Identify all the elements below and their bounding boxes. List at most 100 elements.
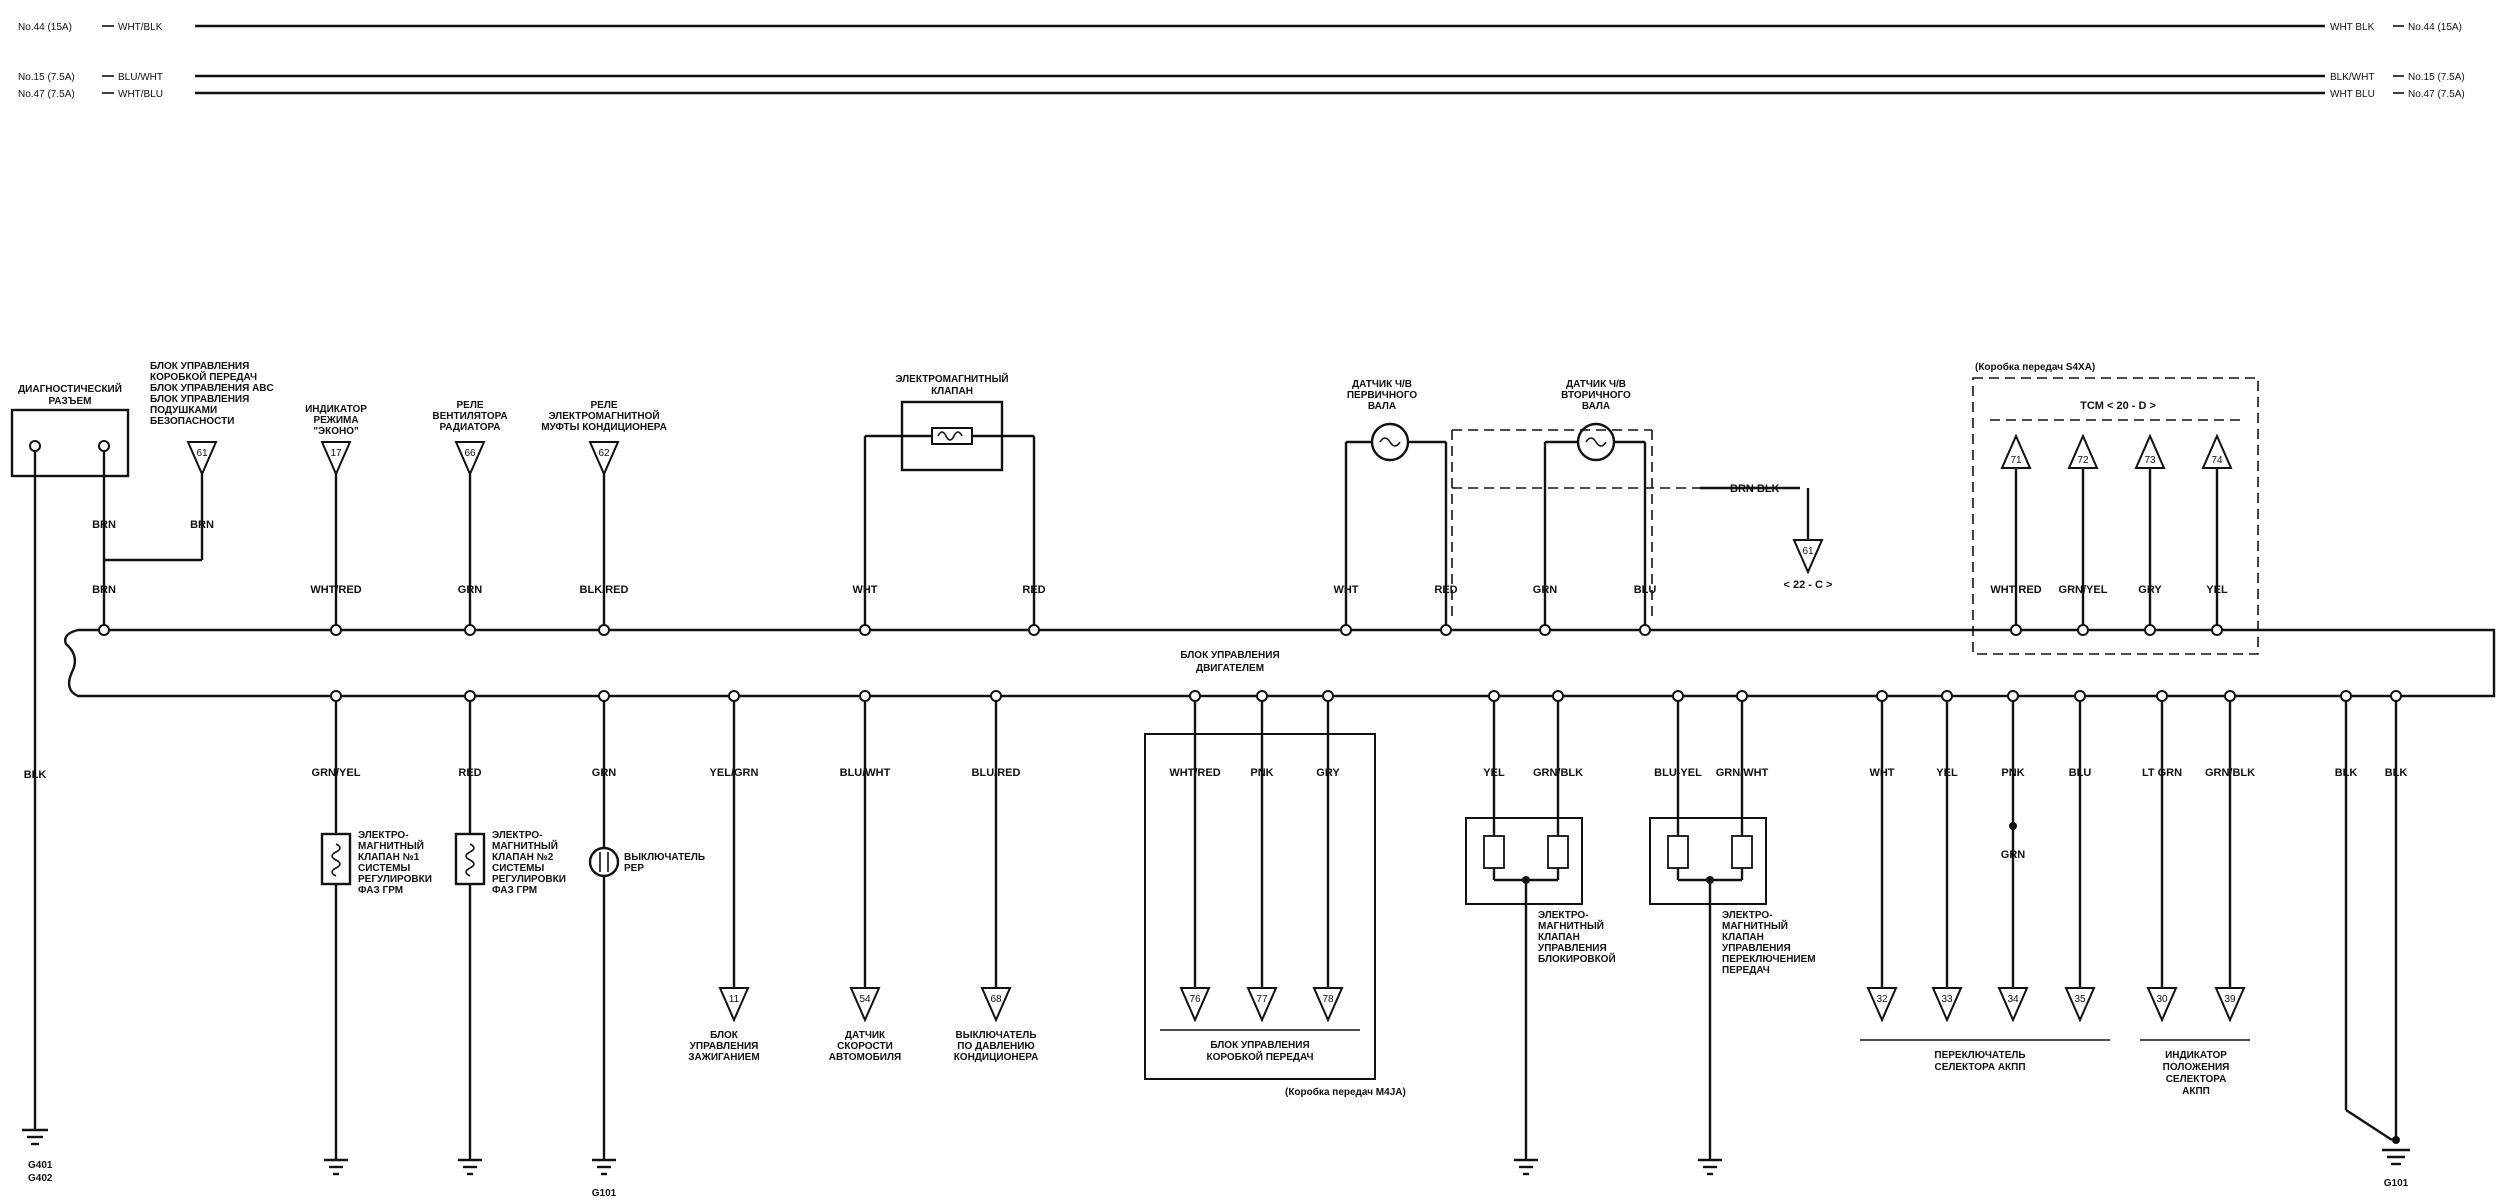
svg-text:ПОДУШКАМИ: ПОДУШКАМИ (150, 405, 217, 416)
svg-text:G402: G402 (28, 1173, 53, 1184)
brake-switch: GRN ВЫКЛЮЧАТЕЛЬ РЕР G101 (588, 696, 705, 1199)
svg-text:ДАТЧИК Ч/В: ДАТЧИК Ч/В (1566, 379, 1626, 390)
svg-text:БЕЗОПАСНОСТИ: БЕЗОПАСНОСТИ (150, 416, 234, 427)
svg-text:77: 77 (1256, 994, 1268, 1005)
svg-text:ФАЗ ГРМ: ФАЗ ГРМ (492, 885, 537, 896)
svg-text:G401: G401 (28, 1160, 53, 1171)
svg-text:72: 72 (2077, 455, 2089, 466)
svg-text:ПЕРЕДАЧ: ПЕРЕДАЧ (1722, 965, 1770, 976)
svg-text:ЭЛЕКТРО-: ЭЛЕКТРО- (1722, 910, 1773, 921)
svg-text:РЕГУЛИРОВКИ: РЕГУЛИРОВКИ (492, 874, 566, 885)
wire-brn-diag: BRN (92, 519, 116, 531)
svg-text:БЛОК УПРАВЛЕНИЯ: БЛОК УПРАВЛЕНИЯ (150, 361, 249, 372)
ecm-top-pins (98, 624, 2223, 636)
ecm-bottom-pins (330, 690, 2402, 702)
svg-text:WHT RED: WHT RED (1990, 584, 2041, 596)
svg-text:КЛАПАН: КЛАПАН (1722, 932, 1764, 943)
tcm-s4xa: (Коробка передач S4XA) TCM < 20 - D > 71… (1972, 361, 2259, 655)
svg-text:GRN: GRN (592, 767, 617, 779)
svg-text:УПРАВЛЕНИЯ: УПРАВЛЕНИЯ (690, 1041, 759, 1052)
svg-text:ПЕРВИЧНОГО: ПЕРВИЧНОГО (1347, 390, 1418, 401)
svg-text:78: 78 (1322, 994, 1334, 1005)
shift-solenoid: BLU-YEL GRN/WHT ЭЛЕКТРО- МАГНИТНЫЙ КЛАПА… (1649, 696, 1816, 1176)
secondary-shaft-sensor: ДАТЧИК Ч/В ВТОРИЧНОГО ВАЛА GRN BLU (1452, 379, 1656, 630)
svg-text:TCM < 20 - D >: TCM < 20 - D > (2080, 400, 2156, 412)
svg-text:WHT/RED: WHT/RED (1169, 767, 1220, 779)
svg-text:G101: G101 (592, 1188, 617, 1199)
svg-text:GRN/YEL: GRN/YEL (312, 767, 361, 779)
svg-text:34: 34 (2007, 994, 2019, 1005)
svg-text:66: 66 (464, 448, 476, 459)
wire-wht-red: WHT/RED (310, 584, 361, 596)
svg-text:ЭЛЕКТРОМАГНИТНОЙ: ЭЛЕКТРОМАГНИТНОЙ (548, 409, 659, 422)
svg-text:BLU/WHT: BLU/WHT (840, 767, 891, 779)
wire-no44-left: WHT/BLK (118, 22, 163, 33)
svg-text:BLK: BLK (24, 769, 47, 781)
fuse-no15-left: No.15 (7.5A) (18, 72, 75, 83)
svg-text:BRN BLK: BRN BLK (1730, 483, 1780, 495)
svg-text:LT GRN: LT GRN (2142, 767, 2182, 779)
svg-text:ФАЗ ГРМ: ФАЗ ГРМ (358, 885, 403, 896)
svg-text:МАГНИТНЫЙ: МАГНИТНЫЙ (1722, 919, 1788, 932)
svg-text:ИНДИКАТОР: ИНДИКАТОР (305, 404, 367, 415)
svg-text:74: 74 (2211, 455, 2223, 466)
svg-text:ЭЛЕКТРО-: ЭЛЕКТРО- (492, 830, 543, 841)
svg-text:СИСТЕМЫ: СИСТЕМЫ (358, 863, 410, 874)
svg-text:30: 30 (2156, 994, 2168, 1005)
svg-text:39: 39 (2224, 994, 2236, 1005)
primary-shaft-sensor: ДАТЧИК Ч/В ПЕРВИЧНОГО ВАЛА WHT RED (1333, 379, 1458, 630)
svg-text:МАГНИТНЫЙ: МАГНИТНЫЙ (492, 839, 558, 852)
wire-brn-ecm: BRN (92, 584, 116, 596)
svg-text:АВТОМОБИЛЯ: АВТОМОБИЛЯ (829, 1052, 901, 1063)
svg-text:СЕЛЕКТОРА АКПП: СЕЛЕКТОРА АКПП (1934, 1062, 2025, 1073)
svg-text:МАГНИТНЫЙ: МАГНИТНЫЙ (1538, 919, 1604, 932)
svg-text:КОРОБКОЙ ПЕРЕДАЧ: КОРОБКОЙ ПЕРЕДАЧ (150, 370, 257, 383)
svg-text:61: 61 (196, 448, 208, 459)
svg-text:СЕЛЕКТОРА: СЕЛЕКТОРА (2166, 1074, 2227, 1085)
ecm-label-1: БЛОК УПРАВЛЕНИЯ (1180, 650, 1279, 661)
svg-text:YEL/GRN: YEL/GRN (710, 767, 759, 779)
wire-no47-right: WHT BLU (2330, 89, 2375, 100)
wire-wht-primary: WHT (1333, 584, 1358, 596)
svg-text:< 22 - C >: < 22 - C > (1784, 579, 1833, 591)
svg-text:GRN/BLK: GRN/BLK (1533, 767, 1583, 779)
svg-text:КЛАПАН №1: КЛАПАН №1 (358, 852, 420, 863)
svg-text:11: 11 (729, 994, 740, 1005)
power-feeds: No.44 (15A) WHT/BLK WHT BLK No.44 (15A) … (18, 22, 2465, 100)
wire-no15-left: BLU/WHT (118, 72, 163, 83)
lockup-solenoid: YEL GRN/BLK ЭЛЕКТРО- МАГНИТНЫЙ КЛАПАН УП… (1465, 696, 1616, 1176)
solenoid-valve: ЭЛЕКТРОМАГНИТНЫЙ КЛАПАН WHT RED (852, 372, 1046, 630)
svg-text:PNK: PNK (1250, 767, 1273, 779)
econo-indicator: ИНДИКАТОР РЕЖИМА "ЭКОНО" 17 WHT/RED (305, 404, 367, 630)
svg-text:КЛАПАН: КЛАПАН (931, 386, 973, 397)
tcm-m4ja: WHT/RED PNK GRY 76 77 78 БЛОК УПРАВЛЕНИЯ… (1144, 696, 1406, 1098)
svg-text:ДАТЧИК Ч/В: ДАТЧИК Ч/В (1352, 379, 1412, 390)
wire-blk-red: BLK/RED (580, 584, 629, 596)
svg-text:GRN/WHT: GRN/WHT (1716, 767, 1769, 779)
svg-text:62: 62 (598, 448, 610, 459)
svg-text:ПЕРЕКЛЮЧАТЕЛЬ: ПЕРЕКЛЮЧАТЕЛЬ (1934, 1050, 2025, 1061)
svg-text:РЕЛЕ: РЕЛЕ (590, 400, 617, 411)
fuse-no44-left: No.44 (15A) (18, 22, 72, 33)
ac-pressure-switch: BLU/RED 68 ВЫКЛЮЧАТЕЛЬ ПО ДАВЛЕНИЮ КОНДИ… (954, 696, 1038, 1063)
svg-text:PNK: PNK (2001, 767, 2024, 779)
svg-text:ПО ДАВЛЕНИЮ: ПО ДАВЛЕНИЮ (957, 1041, 1034, 1052)
ignition-control: YEL/GRN 11 БЛОК УПРАВЛЕНИЯ ЗАЖИГАНИЕМ (688, 696, 760, 1063)
svg-text:БЛОК: БЛОК (710, 1030, 739, 1041)
svg-text:BLU/RED: BLU/RED (972, 767, 1021, 779)
svg-text:УПРАВЛЕНИЯ: УПРАВЛЕНИЯ (1538, 943, 1607, 954)
wire-wht-sol: WHT (852, 584, 877, 596)
brake-switch-icon (588, 846, 620, 878)
svg-text:GRN/BLK: GRN/BLK (2205, 767, 2255, 779)
svg-text:БЛОК УПРАВЛЕНИЯ: БЛОК УПРАВЛЕНИЯ (1210, 1040, 1309, 1051)
wire-no15-right: BLK/WHT (2330, 72, 2374, 83)
svg-text:BLU-YEL: BLU-YEL (1654, 767, 1702, 779)
svg-text:РАДИАТОРА: РАДИАТОРА (439, 422, 500, 433)
svg-text:РАЗЪЕМ: РАЗЪЕМ (49, 396, 92, 407)
fan-relay: РЕЛЕ ВЕНТИЛЯТОРА РАДИАТОРА 66 GRN (432, 400, 508, 630)
vtc-valve-1: GRN/YEL ЭЛЕКТРО- МАГНИТНЫЙ КЛАПАН №1 СИС… (312, 696, 432, 1176)
svg-text:КЛАПАН: КЛАПАН (1538, 932, 1580, 943)
wire-red-primary: RED (1434, 584, 1457, 596)
svg-text:ВЫКЛЮЧАТЕЛЬ: ВЫКЛЮЧАТЕЛЬ (955, 1030, 1036, 1041)
